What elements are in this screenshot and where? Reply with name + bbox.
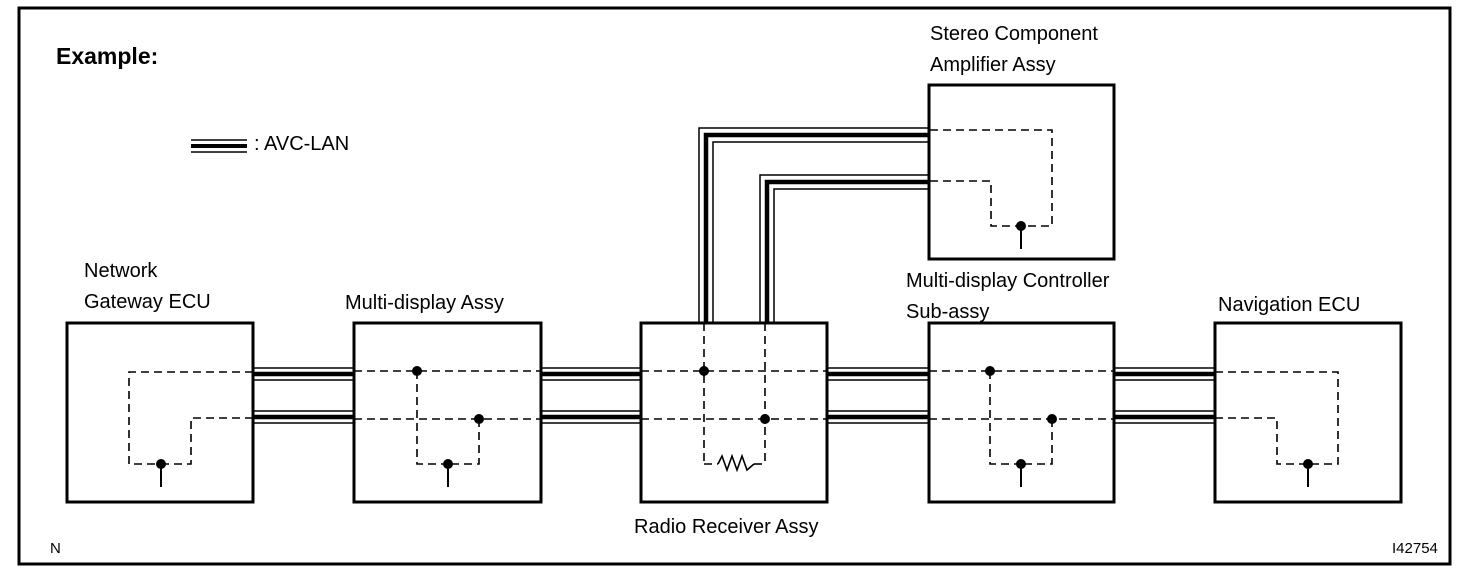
amplifier-wires (698, 127, 930, 323)
radio-label: Radio Receiver Assy (634, 516, 819, 538)
network-gateway-ecu: Network Gateway ECU (65, 260, 255, 504)
navigation-label: Navigation ECU (1218, 294, 1360, 316)
radio-box (639, 321, 829, 504)
legend-avc-lan-symbol (191, 139, 247, 153)
amplifier-label-line2: Amplifier Assy (930, 54, 1056, 76)
amplifier-label-line1: Stereo Component (930, 23, 1098, 45)
gateway-label-line2: Gateway ECU (84, 291, 211, 313)
controller-label-line2: Sub-assy (906, 301, 989, 323)
navigation-ecu: Navigation ECU (1213, 294, 1403, 504)
termination-resistor-icon (717, 453, 755, 473)
legend-label: : AVC-LAN (254, 133, 349, 155)
radio-receiver-assy: Radio Receiver Assy (634, 321, 829, 538)
multi-display-controller: Multi-display Controller Sub-assy (906, 270, 1116, 504)
amplifier-assy: Stereo Component Amplifier Assy (927, 23, 1116, 261)
gateway-label-line1: Network (84, 260, 158, 282)
corner-mark: N (50, 540, 61, 557)
diagram-title: Example: (56, 43, 158, 69)
multi-display-label: Multi-display Assy (345, 292, 504, 314)
diagram-frame (17, 6, 1452, 566)
controller-label-line1: Multi-display Controller (906, 270, 1110, 292)
figure-id: I42754 (1392, 540, 1438, 557)
legend: : AVC-LAN (191, 133, 349, 155)
multi-display-assy: Multi-display Assy (345, 292, 543, 504)
